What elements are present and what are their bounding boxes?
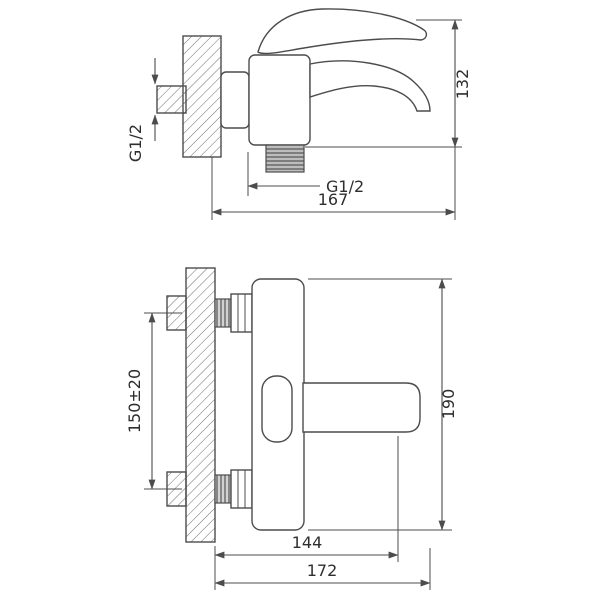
connector-nut (230, 469, 253, 509)
connector-thread (214, 298, 232, 328)
dim-172: 172 (214, 548, 431, 590)
wall-thread-callout: G1/2 (126, 58, 159, 162)
length-dim-label: 167 (318, 190, 349, 209)
spout-front (302, 382, 421, 433)
spout-side (309, 60, 431, 112)
wall-thread-label: G1/2 (126, 124, 145, 162)
outlet-thread-callout: G1/2 (247, 152, 364, 196)
height-dim-label: 132 (453, 69, 472, 100)
wall-flange (220, 71, 250, 129)
wall-pipe-section (156, 85, 187, 114)
inner-width-dim-label: 144 (292, 533, 323, 552)
lever-handle (257, 8, 428, 55)
top-connector (166, 293, 253, 333)
dim-190: 190 (308, 278, 458, 531)
connector-thread (214, 474, 232, 504)
dim-167: 167 (211, 147, 456, 220)
wall-section-hatch (182, 35, 222, 158)
front-view: 150±20 190 144 172 (125, 267, 458, 590)
dim-150: 150±20 (125, 312, 182, 490)
outlet-thread-label: G1/2 (326, 177, 364, 196)
dim-132: 132 (305, 19, 472, 148)
side-view: G1/2 132 G1/2 167 (126, 8, 472, 220)
body-inner-detail (261, 375, 293, 443)
front-height-dim-label: 190 (439, 389, 458, 420)
faucet-body-side (248, 54, 311, 146)
centers-dim-label: 150±20 (125, 369, 144, 433)
wall-section-hatch (185, 267, 216, 543)
outlet-thread (265, 144, 305, 173)
dim-144: 144 (214, 436, 399, 590)
overall-width-dim-label: 172 (307, 561, 338, 580)
connector-nut (230, 293, 253, 333)
